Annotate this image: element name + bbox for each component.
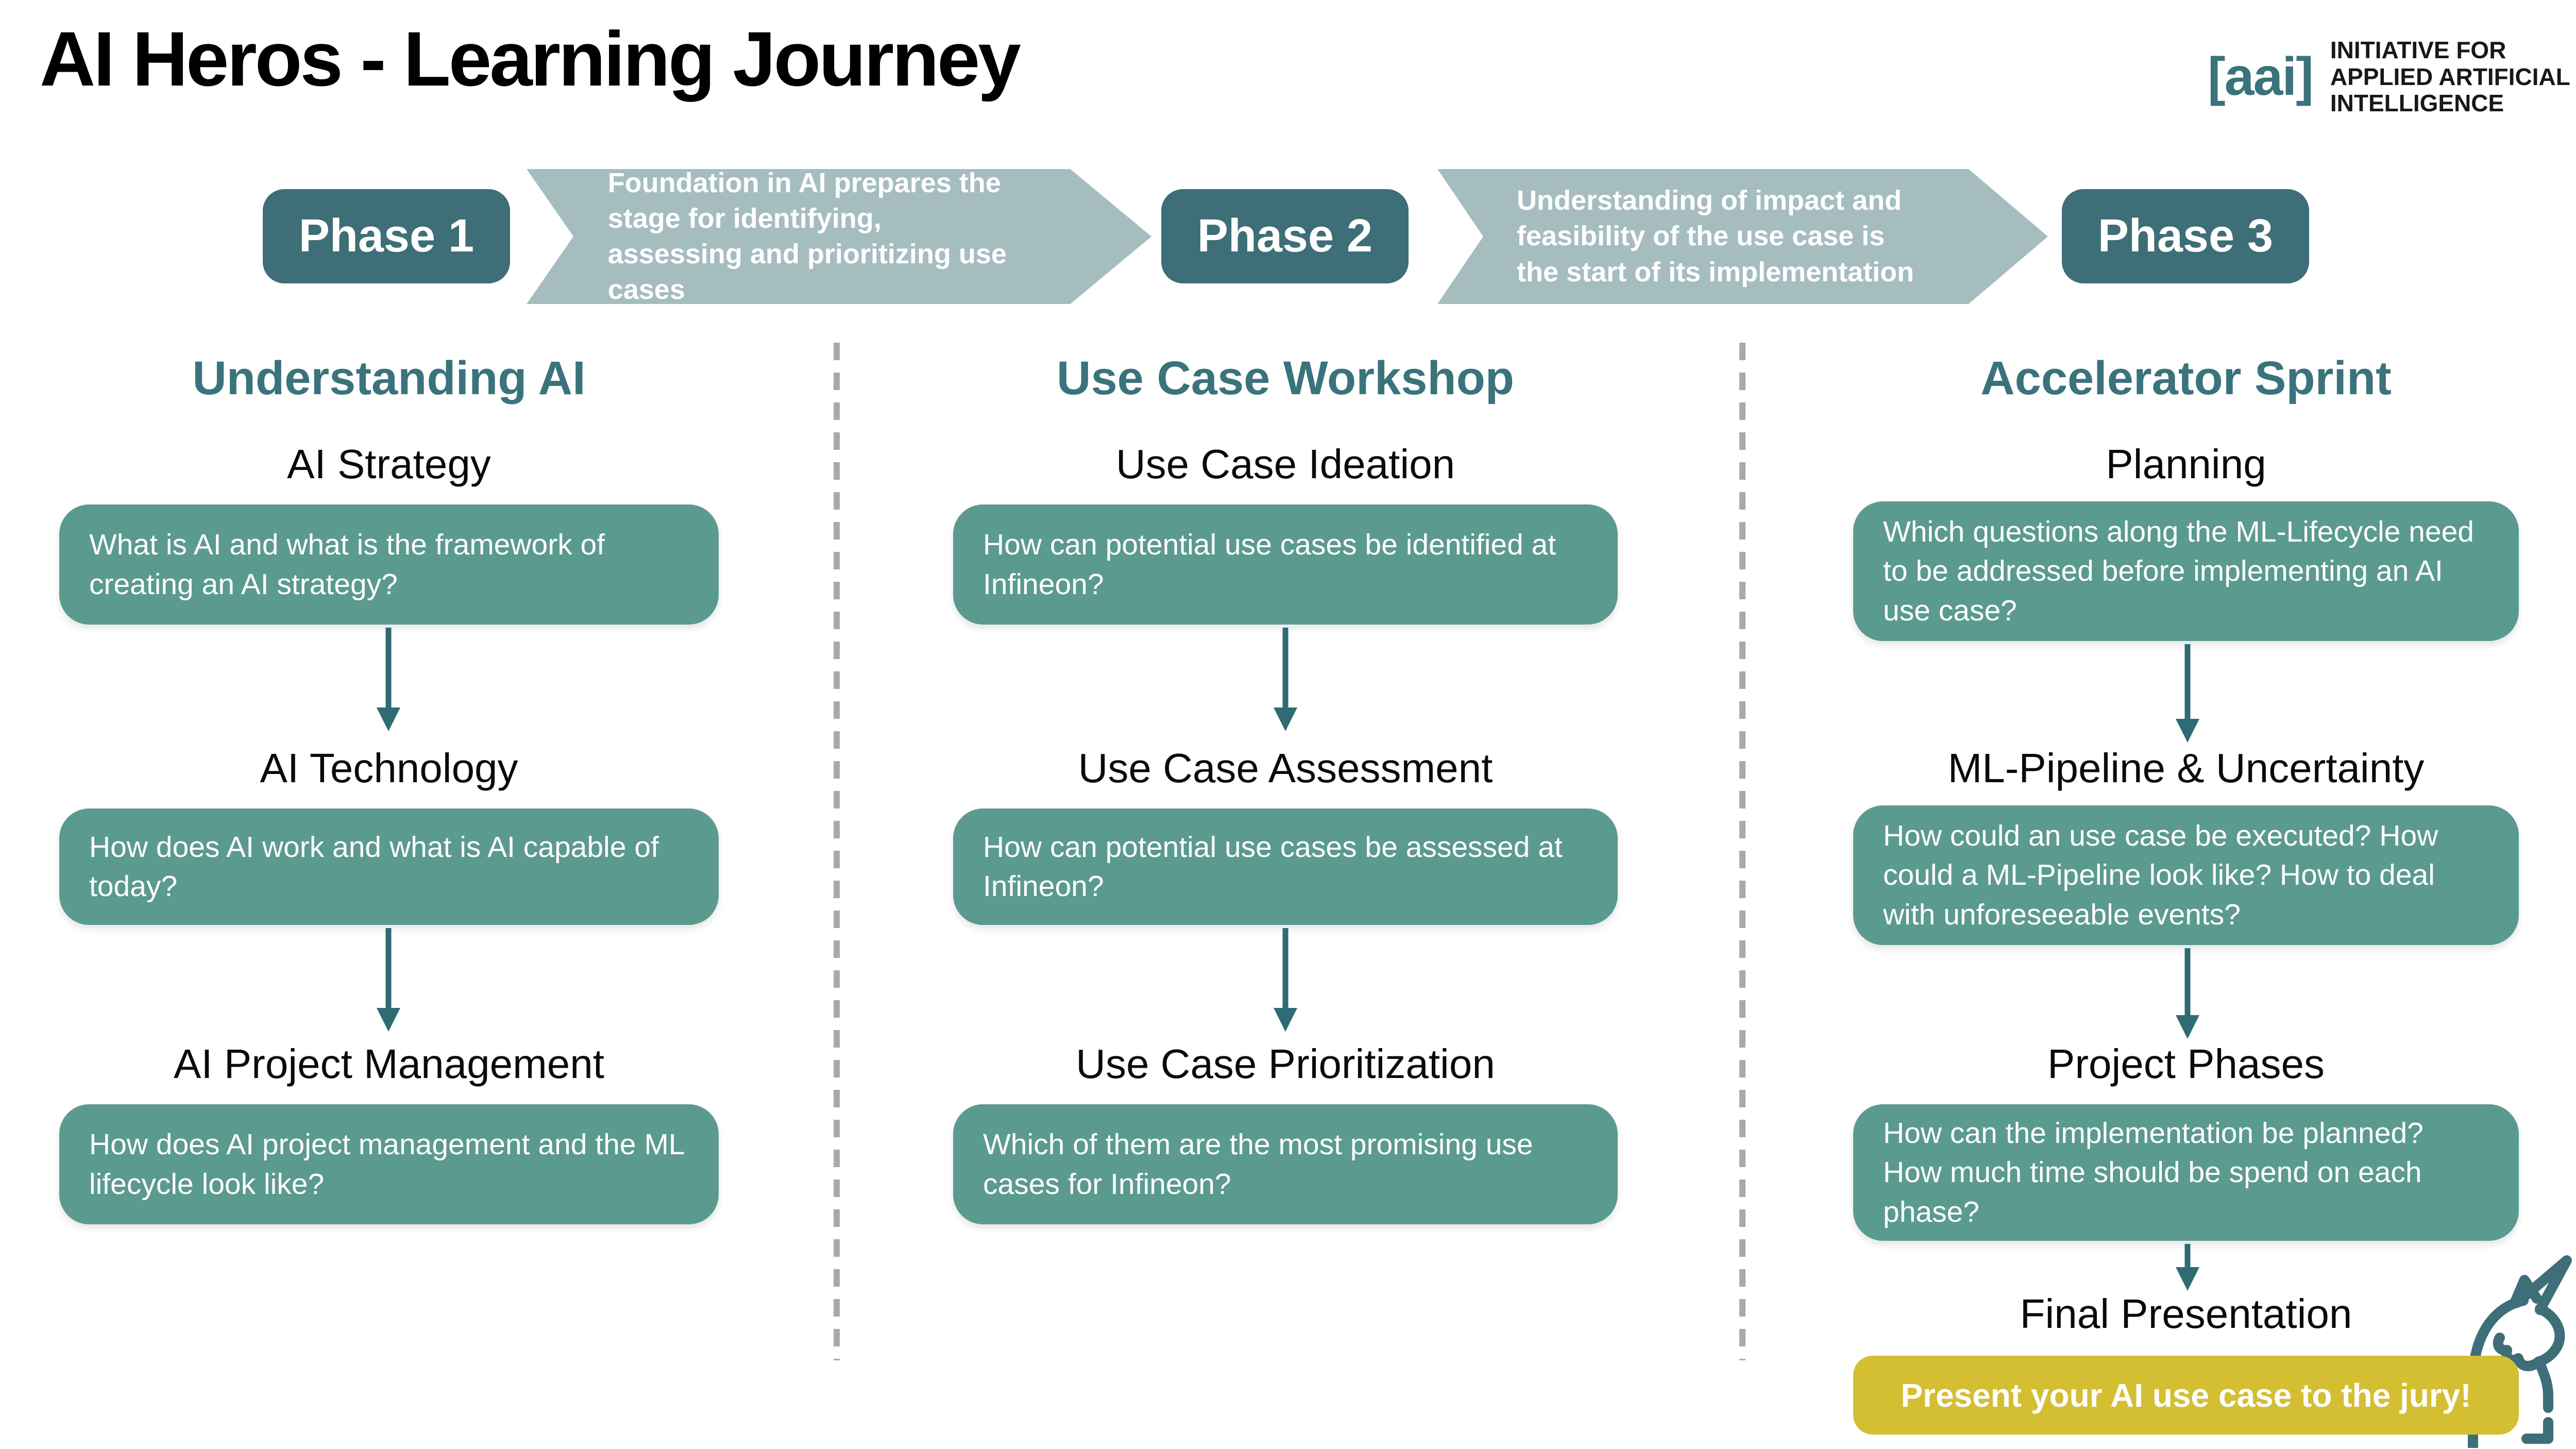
question-card-use-case-assessment: How can potential use cases be assessed … [953,808,1618,925]
chevron-2-text: Understanding of impact and feasibility … [1517,185,1914,288]
step-heading-final-presentation: Final Presentation [2020,1291,2352,1337]
question-card-ai-strategy: What is AI and what is the framework of … [59,504,719,625]
phase-3-label: Phase 3 [2097,210,2274,262]
question-text: What is AI and what is the framework of … [89,528,605,601]
step-heading-use-case-assessment: Use Case Assessment [1078,745,1493,791]
down-arrow-icon [2173,644,2202,743]
phase-1-box: Phase 1 [263,189,510,283]
question-card-use-case-prioritization: Which of them are the most promising use… [953,1104,1618,1224]
question-card-planning: Which questions along the ML-Lifecycle n… [1853,501,2519,641]
step-heading-use-case-prioritization: Use Case Prioritization [1076,1041,1495,1087]
question-card-ai-technology: How does AI work and what is AI capable … [59,808,719,925]
question-text: How can the implementation be planned? H… [1883,1116,2424,1228]
down-arrow-icon [2173,948,2202,1039]
step-heading-ml-pipeline-uncertainty: ML-Pipeline & Uncertainty [1947,745,2425,791]
step-heading-project-phases: Project Phases [2047,1041,2325,1087]
question-card-ml-pipeline-uncertainty: How could an use case be executed? How c… [1853,805,2519,945]
column-divider-2 [1739,343,1745,1360]
logo-wordmark: INITIATIVE FOR APPLIED ARTIFICIAL INTELL… [2330,37,2570,117]
step-heading-planning: Planning [2106,441,2266,487]
question-text: How does AI project management and the M… [89,1128,684,1201]
step-heading-ai-technology: AI Technology [260,745,518,791]
chevron-connector-1: Foundation in AI prepares the stage for … [527,169,1151,304]
phase-1-label: Phase 1 [298,210,474,262]
chevron-1-text: Foundation in AI prepares the stage for … [607,167,1007,306]
question-text: How could an use case be executed? How c… [1883,819,2438,931]
step-heading-ai-project-management: AI Project Management [174,1041,604,1087]
question-text: How can potential use cases be identifie… [983,528,1556,601]
column-header-understanding-ai: Understanding AI [192,352,586,405]
phase-2-box: Phase 2 [1161,189,1409,283]
column-divider-1 [834,343,840,1360]
aai-brackets-logo-icon: [aai] [2208,47,2314,107]
question-card-project-phases: How can the implementation be planned? H… [1853,1104,2519,1241]
page-title: AI Heros - Learning Journey [40,15,1021,102]
question-card-use-case-ideation: How can potential use cases be identifie… [953,504,1618,625]
applied-ai-logo: [aai] INITIATIVE FOR APPLIED ARTIFICIAL … [2208,37,2570,117]
jury-banner-text: Present your AI use case to the jury! [1901,1376,2471,1414]
question-text: How can potential use cases be assessed … [983,830,1563,903]
down-arrow-icon [1270,928,1300,1032]
jury-banner: Present your AI use case to the jury! [1853,1356,2519,1435]
question-text: How does AI work and what is AI capable … [89,830,659,903]
column-header-use-case-workshop: Use Case Workshop [1057,352,1514,405]
phase-2-label: Phase 2 [1197,210,1373,262]
chevron-connector-2: Understanding of impact and feasibility … [1437,169,2048,304]
step-heading-use-case-ideation: Use Case Ideation [1115,441,1455,487]
question-text: Which questions along the ML-Lifecycle n… [1883,515,2474,627]
question-text: Which of them are the most promising use… [983,1128,1533,1201]
down-arrow-icon [1270,628,1300,731]
step-heading-ai-strategy: AI Strategy [287,441,491,487]
down-arrow-icon [374,928,403,1032]
question-card-ai-project-management: How does AI project management and the M… [59,1104,719,1224]
column-header-accelerator-sprint: Accelerator Sprint [1980,352,2392,405]
down-arrow-icon [2173,1244,2202,1291]
phase-3-box: Phase 3 [2062,189,2309,283]
down-arrow-icon [374,628,403,731]
